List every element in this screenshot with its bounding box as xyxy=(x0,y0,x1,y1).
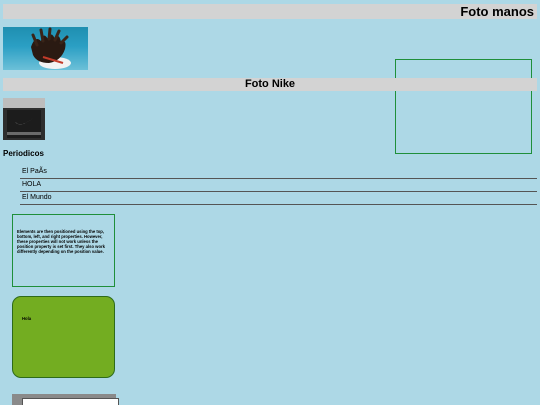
header-title: Foto manos xyxy=(3,4,537,19)
green-outline-box xyxy=(395,59,532,154)
hands-photo xyxy=(3,27,88,70)
nike-photo-icon xyxy=(3,98,45,140)
list-item[interactable]: HOLA xyxy=(20,179,537,192)
newspapers-heading: Periodicos xyxy=(3,149,44,158)
hola-box: Hola xyxy=(12,296,115,378)
nike-title: Foto Nike xyxy=(3,78,537,91)
list-item[interactable]: El Mundo xyxy=(20,192,537,205)
nike-photo xyxy=(3,98,45,140)
newspaper-list: El PaÃs HOLA El Mundo xyxy=(20,166,537,205)
hands-photo-icon xyxy=(31,27,71,69)
white-box xyxy=(22,398,119,405)
info-box: Elements are then positioned using the t… xyxy=(12,214,115,287)
list-item[interactable]: El PaÃs xyxy=(20,166,537,179)
